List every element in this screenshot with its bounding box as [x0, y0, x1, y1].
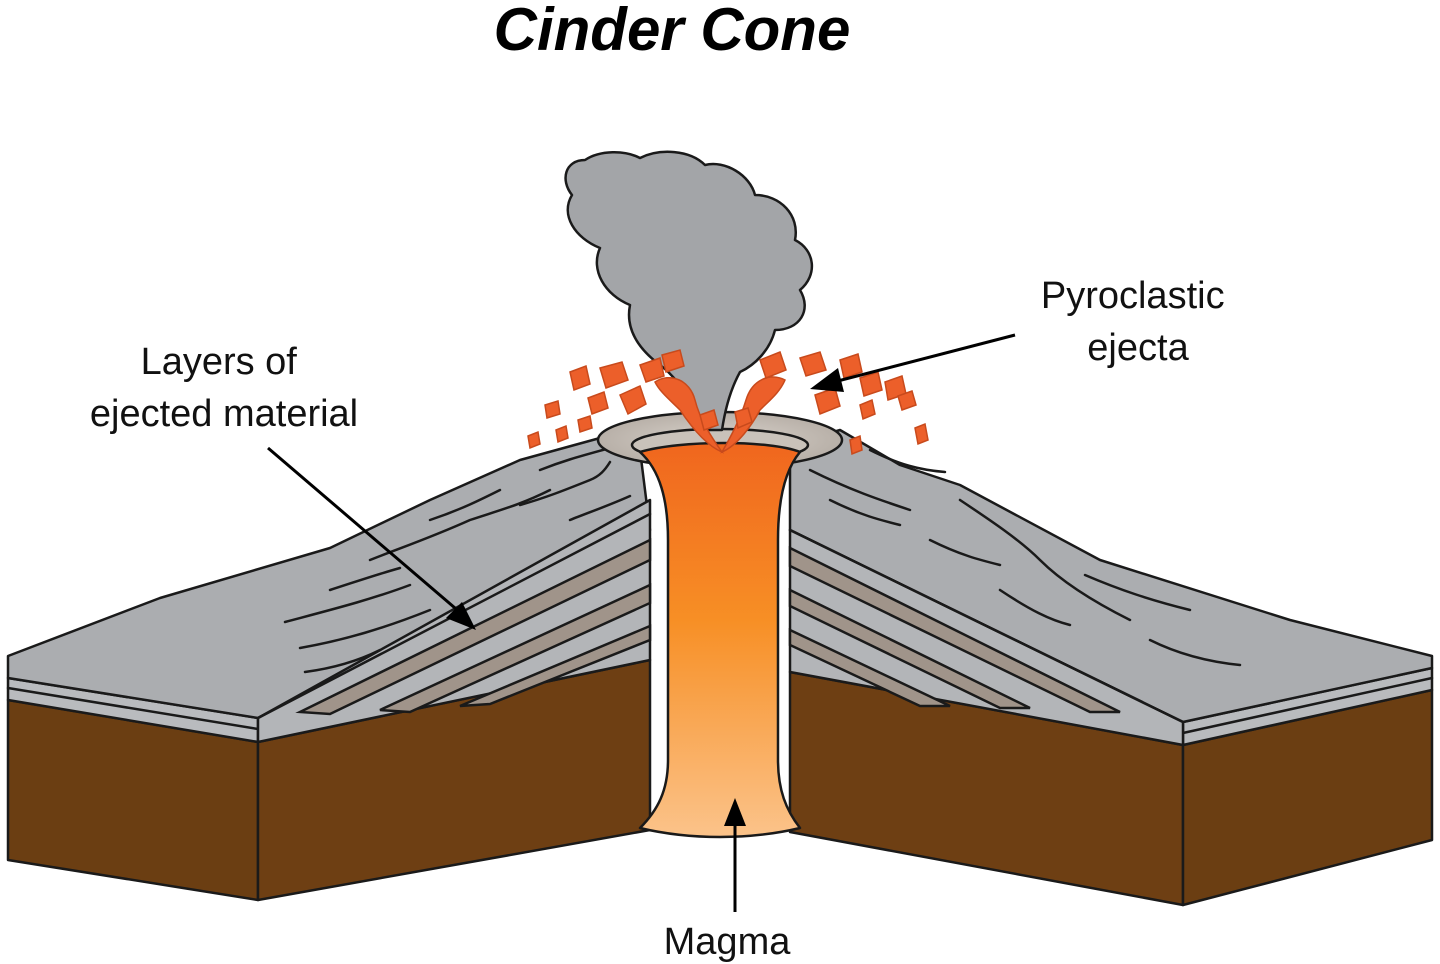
label-pyroclastic-line1: Pyroclastic	[1041, 275, 1225, 317]
label-pyroclastic-line2: ejecta	[1087, 327, 1189, 369]
diagram-title: Cinder Cone	[494, 0, 851, 63]
label-layers-line2: ejected material	[90, 393, 358, 435]
magma-arrowhead	[724, 798, 746, 826]
svg-text:Layers of ejected material: Layers of ejected material	[90, 341, 358, 435]
svg-text:Pyroclastic ejecta: Pyroclastic ejecta	[1041, 275, 1235, 369]
pyroclastic-ejecta	[527, 349, 929, 456]
smoke-plume	[564, 150, 814, 432]
pyroclastic-arrowhead	[810, 368, 844, 392]
label-layers-line1: Layers of	[141, 341, 298, 383]
left-strata-layers	[256, 512, 652, 720]
label-magma: Magma	[664, 921, 792, 963]
layers-pointer-line	[267, 446, 463, 616]
layers-arrowhead	[446, 602, 476, 630]
magma-conduit	[638, 441, 802, 839]
ground-block	[6, 658, 1434, 907]
right-strata-layers	[788, 528, 1185, 724]
pyroclastic-pointer-line	[833, 333, 1016, 384]
surface-texture	[283, 446, 1242, 674]
